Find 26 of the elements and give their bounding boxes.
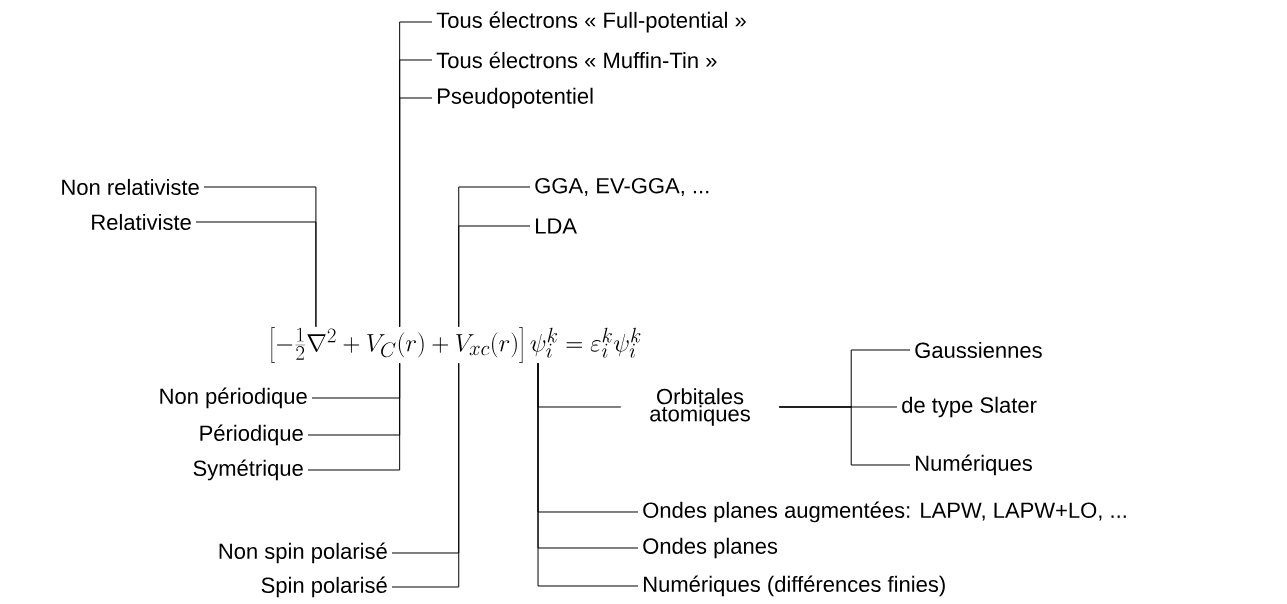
branch-label: Pseudopotentiel [438,87,593,109]
branch-label: Tous électrons « Full-potential » [436,11,746,33]
tree-line [537,362,639,587]
branch-label: Numériques (différences finies) [644,575,945,597]
branch-label: LDA [536,218,577,234]
branch-label: Relativiste [92,213,191,231]
tree-line [458,225,531,328]
tree-line [195,221,317,328]
tree-line [778,406,911,466]
tree-line [391,362,460,588]
branch-label: Orbitales atomiques [650,388,750,426]
branch-label: Non relativiste [62,178,199,196]
branch-label: Tous électrons « Muffin-Tin » [436,51,717,69]
branch-label: Non spin polarisé [219,542,387,564]
branch-label: Ondes planes augmentées: LAPW, LAPW+LO, ... [643,501,1126,523]
branch-label: de type Slater [902,396,1037,418]
branch-label: Numériques [916,454,1032,476]
branch-label: Ondes planes [643,537,778,559]
branch-label: Non périodique [160,387,307,409]
branch-label: GGA, EV-GGA, ... [535,177,709,197]
branch-label: Symétrique [193,459,303,481]
branch-label: Périodique [200,424,303,446]
branch-label: Gaussiennes [915,341,1042,359]
equation: $\left[-\frac{1}{2}\nabla^2+V_C(r)+V_{xc}(r)\right]\psi_i^k=\varepsilon_i^k\psi_i^k$ [271,327,641,363]
tree-line [307,362,401,471]
branch-label: Spin polarisé [261,576,387,598]
